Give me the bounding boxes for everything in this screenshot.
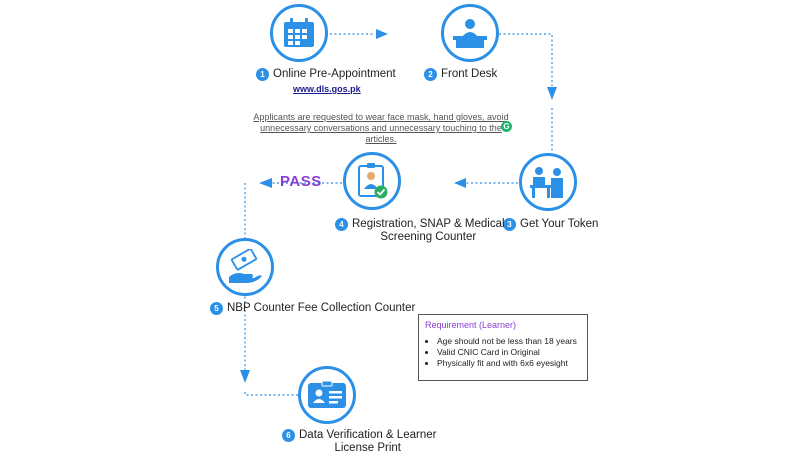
- step-4-icon-circle: [343, 152, 401, 210]
- step-5-number: 5: [210, 302, 223, 315]
- hand-money-icon: [229, 249, 262, 283]
- id-card-icon: [308, 380, 346, 408]
- step-6-number: 6: [282, 429, 295, 442]
- step-4-text: Registration, SNAP & Medical Screening C…: [352, 218, 505, 244]
- step-2-text: Front Desk: [441, 68, 498, 80]
- step-1-label: 1 Online Pre-Appointment: [256, 68, 396, 81]
- pass-label: PASS: [280, 173, 322, 190]
- step-2-number: 2: [424, 68, 437, 81]
- step-2-icon-circle: [441, 4, 499, 62]
- step-6-icon-circle: [298, 366, 356, 424]
- requirement-box: Requirement (Learner) Age should not be …: [418, 314, 588, 381]
- step-6-text: Data Verification & Learner License Prin…: [299, 429, 436, 455]
- arrow-down-1: [547, 87, 557, 100]
- requirement-title: Requirement (Learner): [425, 320, 517, 330]
- token-counter-icon: [530, 167, 563, 198]
- step-6-text-line-1: Data Verification & Learner: [299, 429, 437, 441]
- step-6-label: 6 Data Verification & Learner License Pr…: [282, 429, 436, 455]
- step-4-text-line-1: Registration, SNAP & Medical: [352, 218, 505, 230]
- requirement-item: Valid CNIC Card in Original: [437, 347, 581, 358]
- arrow-right-1: [376, 29, 388, 39]
- step-5-icon-circle: [216, 238, 274, 296]
- step-4-label: 4 Registration, SNAP & Medical Screening…: [335, 218, 505, 244]
- notice-line-2: unnecessary conversations and unnecessar…: [260, 123, 502, 144]
- step-3-number: 3: [503, 218, 516, 231]
- front-desk-icon: [453, 19, 487, 48]
- id-badge-check-icon: [358, 163, 388, 199]
- step-6-text-line-2: License Print: [334, 442, 401, 454]
- step-4-number: 4: [335, 218, 348, 231]
- step-3-text: Get Your Token: [520, 218, 599, 230]
- step-3-label: 3 Get Your Token: [503, 218, 598, 231]
- arrow-down-2: [240, 370, 250, 383]
- step-1-text: Online Pre-Appointment: [273, 68, 396, 80]
- website-link[interactable]: www.dls.gos.pk: [293, 84, 361, 94]
- notice-line-1: Applicants are requested to wear face ma…: [253, 112, 509, 122]
- requirement-item: Age should not be less than 18 years: [437, 336, 581, 347]
- arrow-left-2: [259, 178, 272, 188]
- requirement-list: Age should not be less than 18 years Val…: [425, 336, 581, 369]
- step-1-number: 1: [256, 68, 269, 81]
- step-1-icon-circle: [270, 4, 328, 62]
- step-5-label: 5 NBP Counter Fee Collection Counter: [210, 302, 415, 315]
- safety-notice: Applicants are requested to wear face ma…: [248, 112, 514, 145]
- grammarly-icon: G: [501, 121, 512, 132]
- requirement-item: Physically fit and with 6x6 eyesight: [437, 358, 581, 369]
- step-4-text-line-2: Screening Counter: [380, 231, 477, 243]
- step-2-label: 2 Front Desk: [424, 68, 497, 81]
- step-5-text: NBP Counter Fee Collection Counter: [227, 302, 416, 314]
- calendar-icon: [284, 18, 314, 47]
- step-3-icon-circle: [519, 153, 577, 211]
- arrow-left-1: [454, 178, 466, 188]
